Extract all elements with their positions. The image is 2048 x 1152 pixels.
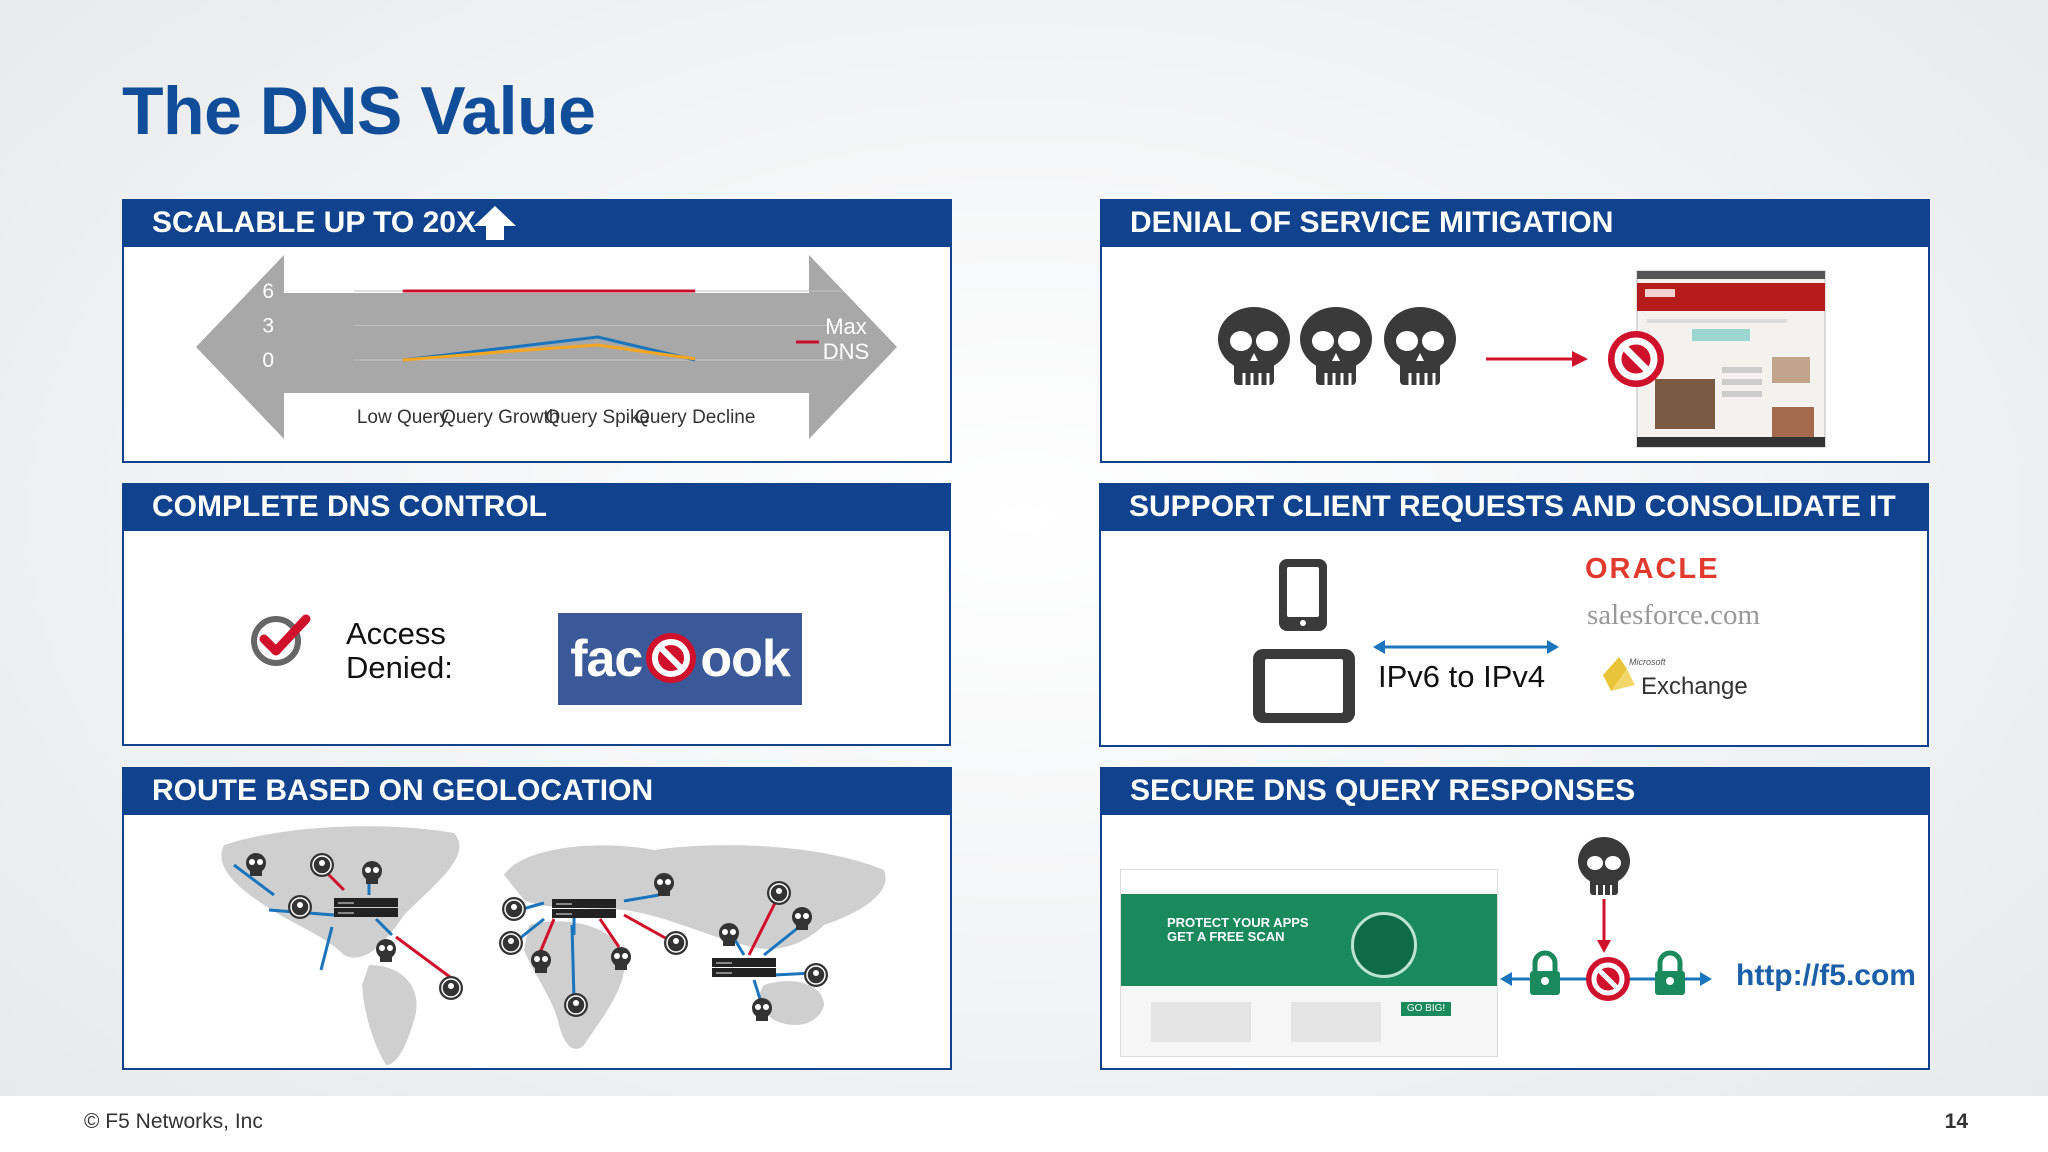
site-topbar (1121, 870, 1497, 890)
blocked-site-logo: fac ook (558, 613, 802, 705)
site-hero: PROTECT YOUR APPS GET A FREE SCAN (1121, 894, 1497, 986)
f5-url[interactable]: http://f5.com (1736, 959, 1916, 992)
chart-xtick-label: Query Spike (545, 407, 650, 428)
panel-dos: DENIAL OF SERVICE MITIGATION (1100, 199, 1930, 463)
user-icon (438, 975, 464, 1001)
secure-query-illustration (1500, 837, 1712, 1001)
user-icon (803, 962, 829, 988)
chart-xtick-label: Query Decline (635, 407, 755, 428)
lock-icon (1655, 953, 1685, 995)
panel-body: IPv6 to IPv4 ORACLE salesforce.com Micro… (1099, 531, 1929, 747)
skull-icon (752, 998, 772, 1021)
site-card (1151, 1002, 1251, 1042)
access-line-2: Denied: (346, 650, 453, 685)
panel-header: DENIAL OF SERVICE MITIGATION (1100, 199, 1930, 247)
salesforce-logo: salesforce.com (1587, 599, 1761, 631)
user-icon (563, 992, 589, 1018)
dns-server-icon (711, 957, 777, 978)
user-icon (309, 852, 335, 878)
panel-header: ROUTE BASED ON GEOLOCATION (122, 767, 952, 815)
user-icon (287, 894, 313, 920)
website-screenshot (1636, 270, 1826, 448)
skull-icon (1216, 305, 1292, 387)
panel-title: SCALABLE UP TO 20X (152, 206, 476, 239)
bidirectional-arrow-icon (1373, 640, 1559, 654)
panel-title: COMPLETE DNS CONTROL (152, 490, 547, 523)
panel-title: ROUTE BASED ON GEOLOCATION (152, 774, 654, 807)
panel-support: SUPPORT CLIENT REQUESTS AND CONSOLIDATE … (1099, 483, 1929, 747)
footer-bar (0, 1096, 2048, 1152)
user-icon (766, 880, 792, 906)
user-icon (663, 930, 689, 956)
chart-legend-label: DNS (823, 339, 869, 364)
checkmark-icon (251, 614, 311, 666)
exchange-logo: Exchange (1641, 673, 1748, 700)
route-arrows (233, 863, 815, 1006)
site-card (1291, 1002, 1381, 1042)
panel-header: SCALABLE UP TO 20X (122, 199, 952, 247)
access-line-1: Access (346, 616, 446, 651)
magnifier-icon (1351, 912, 1417, 978)
block-icon (1586, 957, 1630, 1001)
panel-title: DENIAL OF SERVICE MITIGATION (1130, 206, 1614, 239)
site-banner: PROTECT YOUR APPS GET A FREE SCAN (1167, 915, 1309, 944)
panel-body: Access Denied: fac ook (122, 531, 951, 746)
panel-header: SECURE DNS QUERY RESPONSES (1100, 767, 1930, 815)
lock-icon (1530, 953, 1560, 995)
world-map (221, 826, 886, 1065)
skull-icon (1382, 305, 1458, 387)
panel-control: COMPLETE DNS CONTROL Access Denied: fac … (122, 483, 951, 746)
panel-geo: ROUTE BASED ON GEOLOCATION (122, 767, 952, 1070)
ip-conversion-label: IPv6 to IPv4 (1378, 659, 1546, 694)
chart-ytick-label: 3 (262, 315, 274, 338)
dos-illustration (1216, 270, 1826, 448)
user-icon (498, 930, 524, 956)
panel-header: SUPPORT CLIENT REQUESTS AND CONSOLIDATE … (1099, 483, 1929, 531)
slide-title: The DNS Value (122, 73, 596, 149)
chart-ytick-label: 6 (262, 280, 274, 303)
skull-icon (376, 939, 396, 962)
footer-copyright: © F5 Networks, Inc (84, 1110, 263, 1133)
panel-body (122, 815, 952, 1070)
panel-title: SECURE DNS QUERY RESPONSES (1130, 774, 1636, 807)
block-icon (646, 633, 697, 684)
up-arrow-icon (474, 206, 516, 240)
page-number: 14 (1944, 1110, 1968, 1133)
panel-body: PROTECT YOUR APPS GET A FREE SCAN GO BIG… (1100, 815, 1930, 1070)
exchange-prefix: Microsoft (1629, 657, 1666, 667)
chart-series-line (402, 343, 696, 362)
chart-xtick-label: Low Query (357, 407, 449, 428)
chart-legend-label: Max (825, 314, 867, 339)
skull-icon (1578, 837, 1630, 895)
panel-header: COMPLETE DNS CONTROL (122, 483, 951, 531)
skull-icon (1298, 305, 1374, 387)
chart-xtick-label: Query Growth (441, 407, 559, 428)
exchange-logo-icon (1603, 657, 1635, 691)
phone-icon (1279, 559, 1327, 631)
f5-website-screenshot: PROTECT YOUR APPS GET A FREE SCAN GO BIG… (1120, 869, 1498, 1057)
chart-ytick-label: 0 (262, 349, 274, 372)
panel-title: SUPPORT CLIENT REQUESTS AND CONSOLIDATE … (1129, 490, 1896, 523)
site-cta: GO BIG! (1401, 1002, 1451, 1016)
chart-series-line (402, 335, 696, 362)
user-icon (501, 896, 527, 922)
tablet-icon (1253, 649, 1355, 723)
access-denied-text: Access Denied: (346, 617, 453, 685)
oracle-logo: ORACLE (1585, 553, 1720, 585)
panel-secure: SECURE DNS QUERY RESPONSES PROTECT YOUR … (1100, 767, 1930, 1070)
block-icon (1608, 331, 1664, 387)
panel-body (1100, 247, 1930, 463)
